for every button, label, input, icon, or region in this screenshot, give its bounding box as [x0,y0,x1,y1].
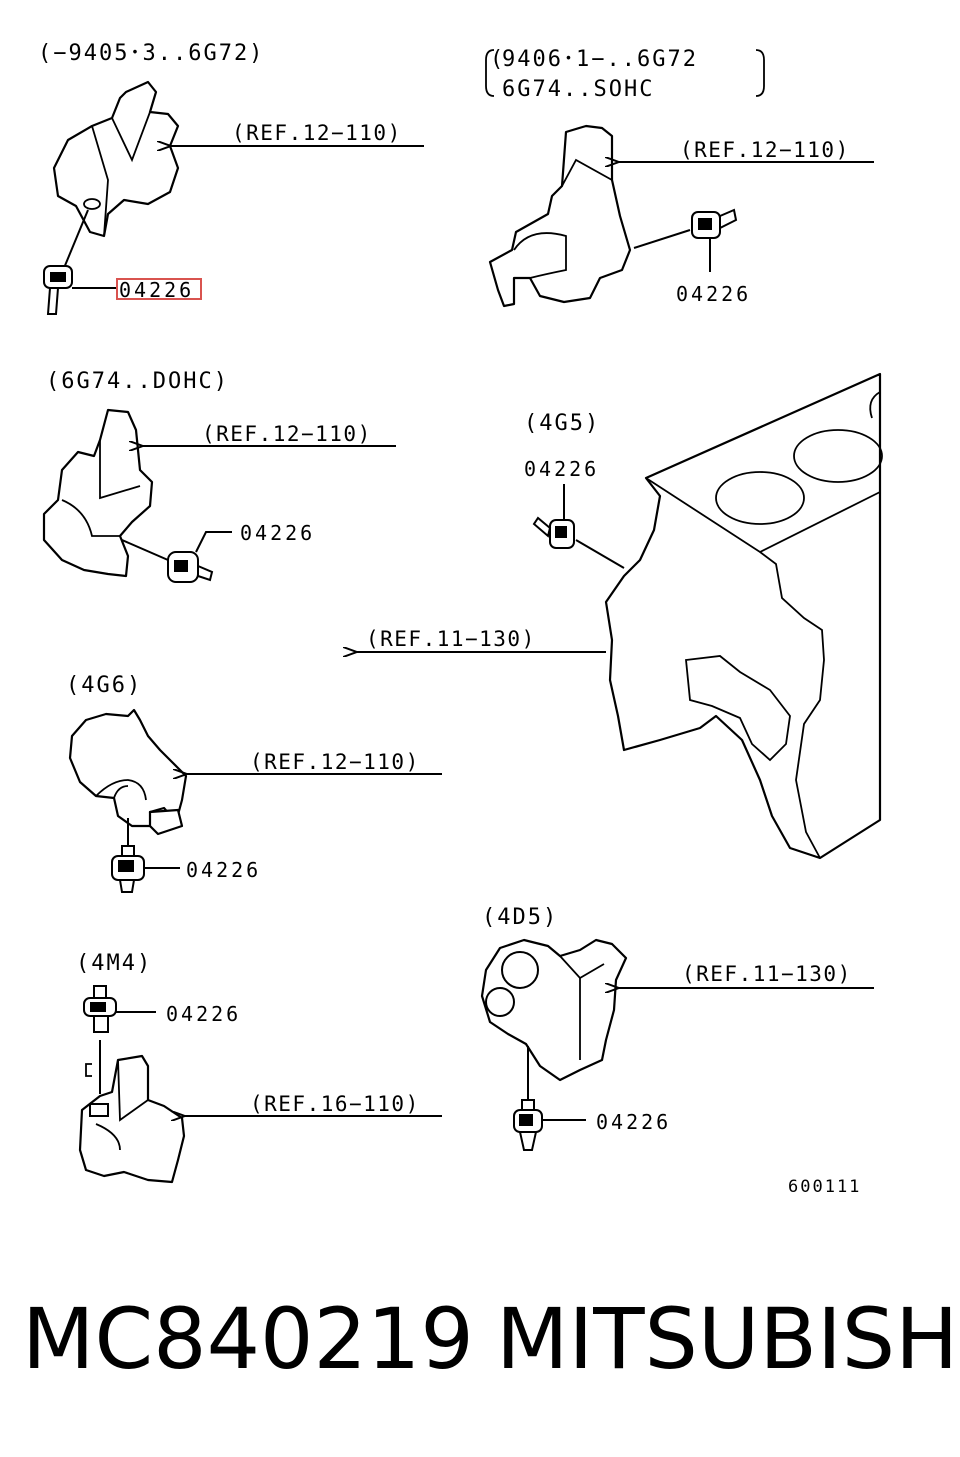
part-number[interactable]: 04226 [596,1110,671,1134]
group-g4: (4G5) 04226 (REF.11−130) [356,372,883,860]
ref-label: (REF.16−110) [250,1092,420,1116]
group-caption: (6G74..DOHC) [46,369,229,394]
part-number[interactable]: 04226 [676,282,751,306]
group-g1: (−9405･3..6G72) (REF.12−110) 04226 [38,41,424,315]
ref-label: (REF.12−110) [202,422,372,446]
group-g7: (4D5) (REF.11−130) 04226 [480,905,874,1151]
ref-label: (REF.12−110) [232,121,402,145]
group-caption-line2: 6G74..SOHC [502,77,654,102]
svg-text:(: ( [490,47,505,72]
group-g6: (4M4) 04226 (REF.16−110) [76,951,442,1184]
footer-brand: MITSUBISHI [496,1290,960,1388]
water-outlet-housing [488,124,632,308]
part-number[interactable]: 04226 [240,521,315,545]
group-caption: (4D5) [482,905,558,930]
part-number[interactable]: 04226 [166,1002,241,1026]
oil-pressure-switch-icon [167,551,214,583]
oil-pressure-switch-icon [691,208,738,239]
diagram-code: 600111 [788,1177,861,1197]
footer-part-number: MC840219 [22,1290,474,1388]
oil-pressure-switch-icon [111,845,145,893]
ref-label: (REF.12−110) [680,138,850,162]
group-g5: (4G6) (REF.12−110) 04226 [66,673,442,893]
group-caption: (4G6) [66,673,142,698]
highlight-box [116,278,202,300]
group-g3: (6G74..DOHC) (REF.12−110) 04226 [42,369,396,583]
group-caption-line1: 9406･1−..6G72 [502,47,698,72]
group-g2: ( 9406･1−..6G72 6G74..SOHC (REF.12−110) … [485,47,874,308]
part-number[interactable]: 04226 [186,858,261,882]
ref-label: (REF.11−130) [366,627,536,651]
engine-block [604,372,882,860]
water-outlet-housing [52,80,180,238]
water-outlet-housing [78,1054,186,1184]
oil-pressure-switch-icon [513,1099,543,1151]
water-outlet-housing [68,708,188,828]
part-number-highlighted[interactable]: 04226 [119,278,194,302]
water-outlet-housing [42,408,154,578]
ref-label: (REF.12−110) [250,750,420,774]
group-caption: (4G5) [524,411,600,436]
oil-pressure-switch-icon [532,516,575,549]
oil-pressure-switch-icon [43,265,73,315]
group-caption: (−9405･3..6G72) [38,41,264,66]
part-number[interactable]: 04226 [524,457,599,481]
ref-label: (REF.11−130) [682,962,852,986]
group-caption: (4M4) [76,951,152,976]
oil-pressure-switch-icon [83,985,117,1033]
